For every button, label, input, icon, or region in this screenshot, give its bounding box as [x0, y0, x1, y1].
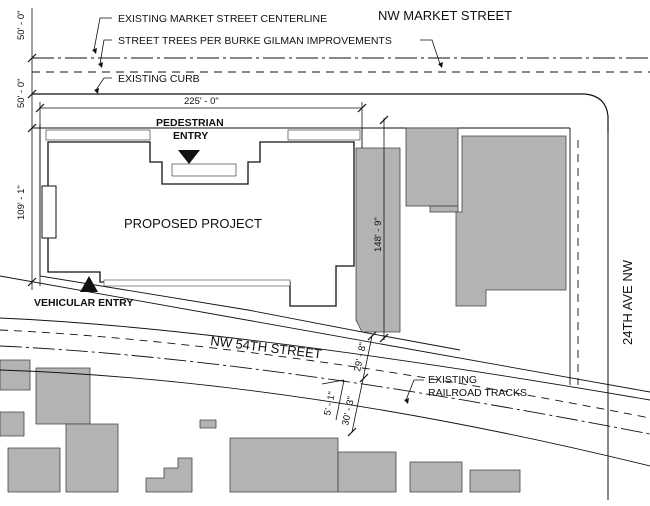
callout-centerline: EXISTING MARKET STREET CENTERLINE	[118, 13, 327, 25]
project-west-notch	[41, 185, 57, 239]
nw54-north-curb	[0, 317, 650, 401]
vehicular-entry-label: VEHICULAR ENTRY	[34, 297, 133, 309]
street-label-south: NW 54TH STREET	[210, 333, 323, 362]
neighbor-bldg-narrow	[355, 147, 401, 333]
dim-lot-width: 225' - 0"	[184, 96, 219, 107]
leader-trees-left	[99, 39, 112, 65]
callout-railroad-1: EXISTING	[428, 374, 477, 386]
dim-row-north: 29' - 8"	[352, 341, 369, 372]
neighbor-bldg-4	[35, 367, 91, 425]
dim-lot-depth-east: 148' - 9"	[373, 217, 384, 252]
neighbor-bldg-13	[469, 469, 521, 493]
leader-trees-right-arrow	[438, 62, 443, 68]
street-label-north: NW MARKET STREET	[378, 8, 512, 23]
callout-railroad-2: RAILROAD TRACKS	[428, 387, 527, 399]
leader-trees-right	[420, 39, 441, 65]
street-label-east: 24TH AVE NW	[620, 259, 635, 345]
neighbor-bldg-6	[0, 411, 25, 437]
dim-row-south: 30' - 3"	[340, 395, 357, 426]
railroad-track-2	[0, 345, 650, 435]
neighbor-bldg-5	[0, 359, 31, 391]
neighbor-bldg-10	[229, 437, 339, 493]
rail-offset-dim	[335, 379, 345, 421]
pedestrian-entry-arrow	[178, 150, 200, 164]
south-property-line	[0, 275, 650, 393]
lobby	[171, 163, 237, 177]
callout-curb: EXISTING CURB	[118, 73, 200, 85]
neighbor-bldg-8	[65, 423, 119, 493]
leader-trees-left-arrow	[98, 62, 103, 68]
leader-railroad-arrow	[404, 398, 409, 404]
neighbor-bldg-11	[337, 451, 397, 493]
callout-street-trees: STREET TREES PER BURKE GILMAN IMPROVEMEN…	[118, 35, 392, 47]
south-lot-extension	[361, 331, 461, 351]
dim-market-half-width: 50' - 0"	[16, 11, 27, 40]
north-terrace-w	[45, 129, 151, 141]
north-terrace-e	[287, 129, 361, 141]
leader-centerline	[93, 17, 112, 51]
site-boundary	[39, 127, 363, 333]
leader-railroad	[405, 379, 424, 401]
neighbor-bldg-12	[409, 461, 463, 493]
proposed-project-footprint	[47, 141, 355, 307]
row-dim-ticks	[347, 331, 377, 437]
dim-lot-depth-west: 109' - 1"	[16, 185, 27, 220]
leader-curb-arrow	[94, 88, 99, 94]
neighbor-bldg-1	[405, 127, 459, 207]
railroad-track-1	[0, 329, 650, 419]
pedestrian-entry-label-2: ENTRY	[173, 130, 208, 142]
nw54-south-curb	[0, 369, 650, 467]
neighbor-bldg-9	[145, 457, 193, 493]
neighbor-bldg-2	[429, 205, 459, 213]
east-depth-ticks	[379, 115, 389, 343]
rail-offset-ext	[321, 379, 345, 385]
pedestrian-entry-label-1: PEDESTRIAN	[156, 117, 224, 129]
dim-market-sidewalk: 50' - 0"	[16, 79, 27, 108]
lot-width-ticks	[35, 103, 367, 113]
south-terrace	[103, 279, 291, 287]
vehicular-entry-arrow	[80, 276, 98, 292]
leader-curb	[95, 77, 112, 91]
dim-rail-offset: 5' - 1"	[322, 391, 338, 417]
row-dim-line	[351, 335, 373, 433]
neighbor-bldg-3	[455, 135, 567, 307]
neighbor-bldg-7	[7, 447, 61, 493]
existing-curb	[32, 93, 609, 132]
project-label: PROPOSED PROJECT	[124, 216, 262, 231]
leader-centerline-arrow	[92, 48, 97, 54]
neighbor-bldg-14	[199, 419, 217, 429]
